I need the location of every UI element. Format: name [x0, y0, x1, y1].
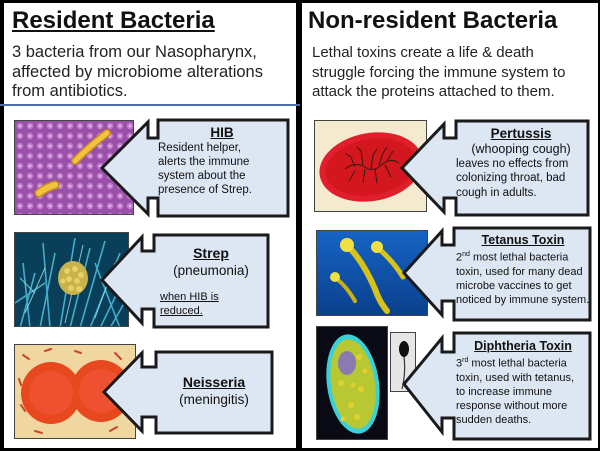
neisseria-photo [14, 344, 136, 439]
diphtheria-photo [316, 326, 388, 440]
diphtheria-line: to increase immune [456, 385, 552, 398]
hib-line: Resident helper, [158, 142, 242, 154]
pertussis-label: Pertussis [490, 126, 552, 141]
pertussis-callout: Pertussis (whooping cough) leaves no eff… [400, 118, 590, 218]
strep-note-line: reduced. [160, 304, 203, 317]
neisseria-bacteria-image [15, 345, 135, 438]
header-rule [0, 104, 300, 106]
resident-bacteria-subtitle: 3 bacteria from our Nasopharynx, affecte… [12, 43, 296, 102]
diphtheria-line: most lethal bacteria [468, 357, 567, 370]
left-arrow-shape [100, 118, 290, 218]
strep-label: Strep [193, 245, 229, 261]
hib-line: system about the [158, 170, 246, 182]
tetanus-label: Tetanus Toxin [481, 233, 565, 247]
neisseria-callout: Neisseria (meningitis) [102, 349, 274, 435]
neisseria-line: (meningitis) [179, 392, 249, 407]
left-arrow-shape [102, 349, 274, 435]
subtitle-line: Lethal toxins create a life & death [312, 44, 534, 61]
subtitle-line: from antibiotics. [12, 82, 128, 100]
strep-line: (pneumonia) [173, 263, 249, 278]
hib-line: presence of Strep. [158, 184, 252, 196]
diphtheria-bacteria-image [317, 327, 387, 439]
non-resident-bacteria-subtitle: Lethal toxins create a life & death stru… [312, 43, 597, 102]
non-resident-bacteria-panel: Non-resident Bacteria Lethal toxins crea… [302, 3, 598, 448]
tetanus-text: Tetanus Toxin 2nd most lethal bacteria t… [456, 232, 590, 307]
tetanus-line: microbe vaccines to get [456, 279, 572, 292]
strep-text: Strep (pneumonia) [154, 244, 268, 280]
left-arrow-shape [402, 331, 592, 441]
hib-line: alerts the immune [158, 156, 250, 168]
tetanus-line: noticed by immune system. [456, 293, 590, 306]
subtitle-line: struggle forcing the immune system to [312, 63, 566, 81]
subtitle-line: attack the proteins attached to them. [312, 83, 555, 100]
diphtheria-line: sudden deaths. [456, 413, 532, 426]
subtitle-line: affected by microbiome alterations [12, 62, 263, 81]
non-resident-bacteria-title: Non-resident Bacteria [308, 7, 558, 34]
diphtheria-micrograph-photo [390, 332, 416, 392]
pertussis-line: cough in adults. [456, 186, 537, 199]
rank-suffix: nd [462, 251, 470, 258]
pertussis-text: Pertussis (whooping cough) leaves no eff… [456, 125, 586, 200]
left-arrow-shape [400, 119, 590, 217]
strep-callout: Strep (pneumonia) when HIB is reduced. [100, 231, 270, 329]
diphtheria-label: Diphtheria Toxin [474, 339, 572, 353]
diphtheria-rank-line: 3rd most lethal bacteria [456, 354, 590, 371]
resident-bacteria-panel: Resident Bacteria 3 bacteria from our Na… [4, 3, 296, 448]
neisseria-text: Neisseria (meningitis) [156, 373, 272, 409]
hib-text: HIB Resident helper, alerts the immune s… [158, 124, 286, 197]
pertussis-line: colonizing throat, bad [456, 172, 566, 184]
strep-note: when HIB is reduced. [160, 291, 266, 318]
diphtheria-line: toxin, used with tetanus, [456, 371, 575, 384]
rank-suffix: rd [462, 357, 469, 364]
rank-number: 3 [456, 357, 463, 370]
neisseria-label: Neisseria [182, 374, 246, 390]
hib-label: HIB [210, 125, 234, 140]
diphtheria-micrograph-image [391, 333, 415, 391]
diphtheria-text: Diphtheria Toxin 3rd most lethal bacteri… [456, 338, 590, 427]
subtitle-line: 3 bacteria from our Nasopharynx, [12, 43, 257, 61]
tetanus-callout: Tetanus Toxin 2nd most lethal bacteria t… [402, 225, 592, 323]
rank-number: 2 [456, 251, 463, 264]
tetanus-rank-line: 2nd most lethal bacteria [456, 248, 590, 265]
resident-bacteria-title: Resident Bacteria [12, 7, 215, 34]
tetanus-line: most lethal bacteria [469, 251, 569, 264]
pertussis-line: (whooping cough) [471, 142, 571, 156]
diphtheria-line: response without more [456, 399, 568, 412]
left-arrow-shape [100, 233, 270, 329]
left-arrow-shape [402, 226, 592, 322]
diphtheria-callout: Diphtheria Toxin 3rd most lethal bacteri… [402, 330, 592, 442]
hib-callout: HIB Resident helper, alerts the immune s… [100, 118, 290, 218]
pertussis-line: leaves no effects from [456, 157, 569, 170]
tetanus-line: toxin, used for many dead [456, 265, 583, 278]
strep-note-line: when HIB is [160, 291, 219, 303]
